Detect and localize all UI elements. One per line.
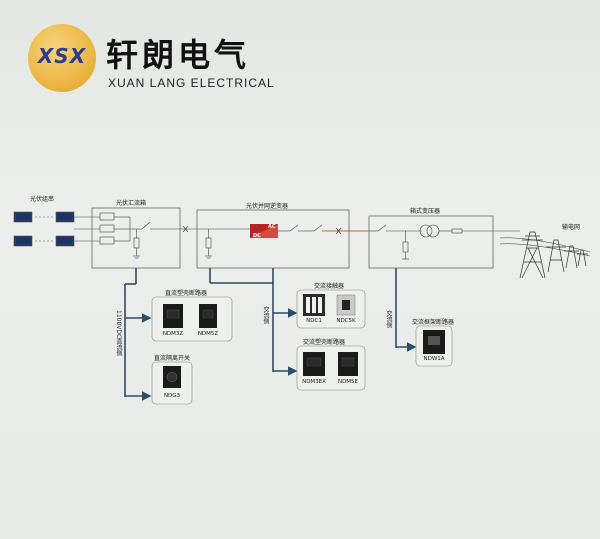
device-label: NDG3 — [163, 393, 181, 399]
logo-mark: XSX — [37, 44, 87, 68]
device-label: NDM3EX — [302, 379, 326, 385]
brand-name-en: XUAN LANG ELECTRICAL — [108, 76, 275, 90]
label-grid: 输电网 — [562, 224, 581, 231]
transformer-box — [368, 215, 520, 269]
transmission-towers — [499, 231, 591, 279]
group-title-ac-acb: 交流框架断路器 — [412, 319, 455, 326]
device-label: NDC5K — [336, 318, 356, 324]
label-ac-side-2: 交流侧 — [385, 310, 392, 328]
group-title-ac-mccb: 交流塑壳断路器 — [303, 339, 346, 346]
group-title-dc-mccb: 直流塑壳断路器 — [165, 290, 208, 297]
inverter-box — [178, 209, 370, 269]
label-combiner-box: 光伏汇流箱 — [116, 200, 147, 207]
feeder-lines — [124, 268, 417, 401]
label-dc-side: 1100VDC直流侧 — [115, 310, 122, 357]
pv-panels — [13, 211, 100, 247]
group-title-dc-isolator: 直流隔离开关 — [154, 355, 191, 362]
group-title-ac-contactor: 交流接触器 — [314, 283, 345, 290]
brand-name-cn: 轩朗电气 — [106, 36, 251, 74]
label-transformer: 箱式变压器 — [410, 208, 441, 215]
device-label: NDM5E — [337, 379, 359, 385]
device-label: NDM3Z — [162, 331, 184, 337]
label-ac: AC — [268, 224, 276, 230]
label-ac-side-1: 交流侧 — [262, 306, 269, 324]
combiner-box — [91, 207, 181, 269]
logo-badge: XSX — [28, 24, 96, 92]
label-inverter: 光伏并网逆变器 — [246, 203, 289, 210]
device-label: NDM5Z — [197, 331, 219, 337]
device-panels — [151, 289, 453, 405]
label-pv-string: 光伏组串 — [30, 196, 55, 203]
label-dc: DC — [253, 233, 261, 239]
device-label: NDC1 — [306, 318, 322, 324]
device-label: NDW1A — [423, 356, 445, 362]
